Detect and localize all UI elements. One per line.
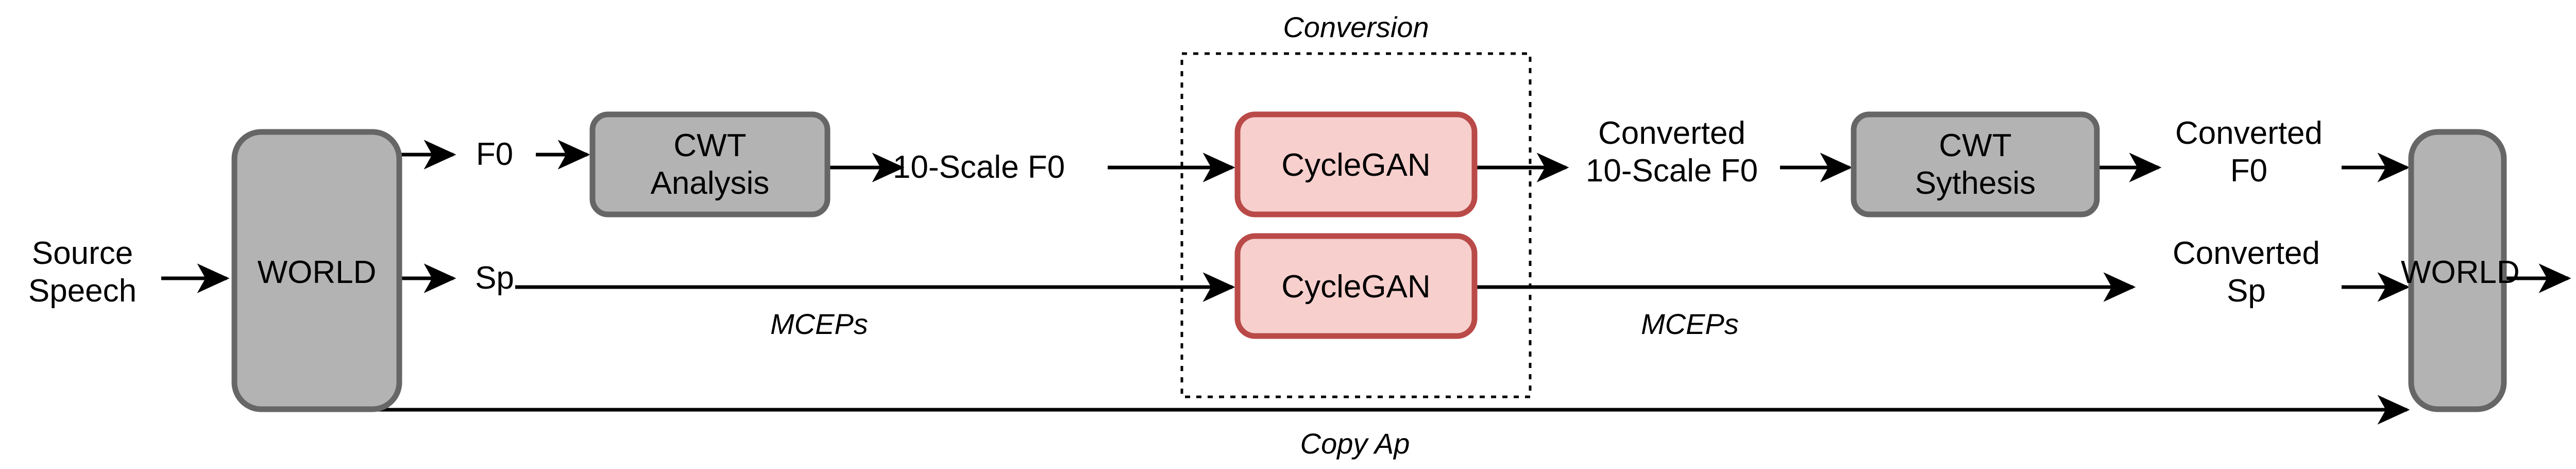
block-world-left[interactable] [231,129,402,412]
block-cwt-analysis[interactable] [589,111,831,217]
block-cyclegan-sp[interactable] [1234,233,1478,339]
block-cyclegan-f0[interactable] [1234,111,1478,217]
conversion-group-box [1180,52,1532,398]
block-world-right[interactable] [2408,129,2507,412]
block-cwt-synthesis[interactable] [1851,111,2100,217]
